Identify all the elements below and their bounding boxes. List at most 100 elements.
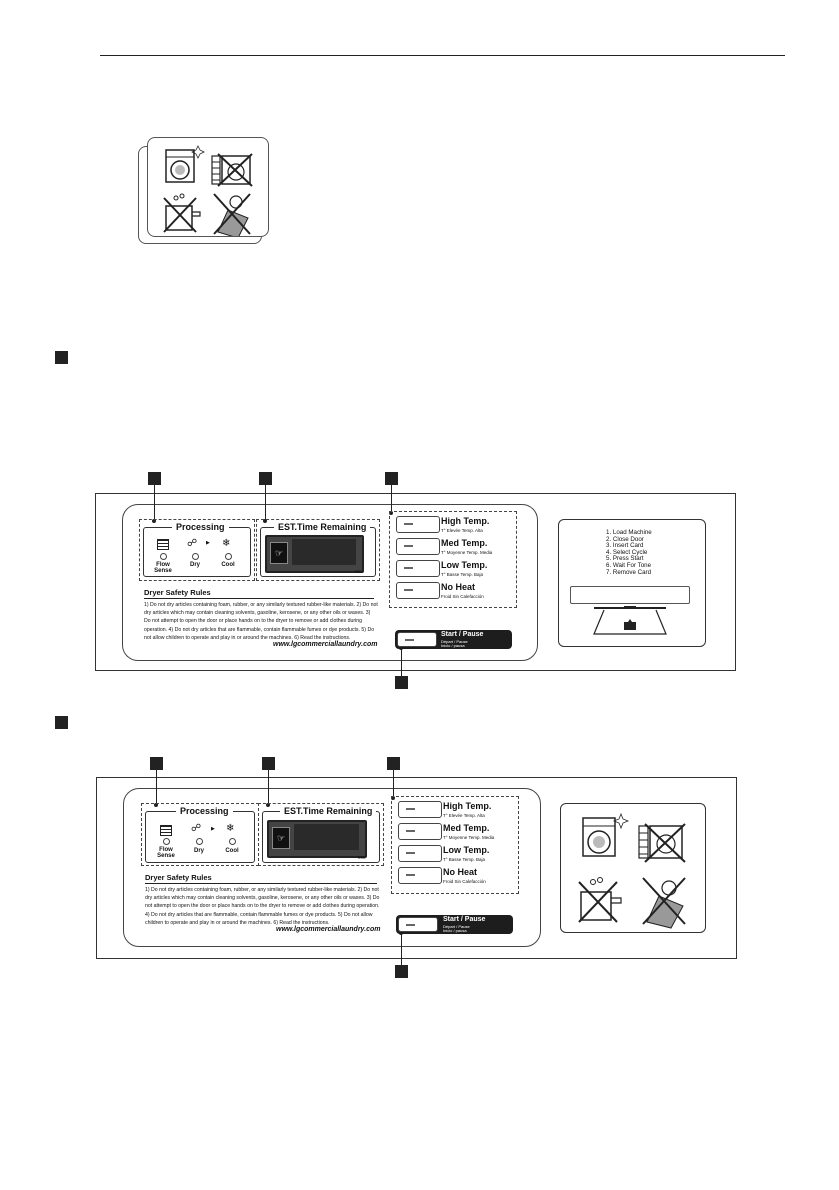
processing-group-1 bbox=[139, 519, 255, 581]
card-display[interactable] bbox=[570, 586, 690, 604]
website-url: www.lgcommerciallaundry.com bbox=[276, 926, 381, 933]
est-time-title: EST.Time Remaining bbox=[280, 806, 377, 816]
step-flow-sense: Flow Sense bbox=[157, 847, 175, 859]
high-temp-sub: T° Elevée Temp. Alta bbox=[441, 528, 483, 533]
arrow-icon: ▶ bbox=[211, 826, 215, 832]
med-temp-button[interactable] bbox=[398, 823, 442, 840]
med-temp-label: Med Temp. bbox=[441, 538, 488, 548]
no-heat-label: No Heat bbox=[441, 582, 476, 592]
callout-marker bbox=[262, 757, 275, 770]
callout-marker bbox=[395, 676, 408, 689]
start-pause-sub-fr: Départ / Pause bbox=[441, 639, 468, 644]
est-time-group-2 bbox=[258, 803, 384, 866]
med-temp-sub: T° Moyenne Temp. Media bbox=[443, 835, 495, 840]
no-heat-sub: Froid Sin Calefacción bbox=[443, 879, 486, 884]
safety-rules-text: 1) Do not dry articles containing foam, … bbox=[144, 602, 378, 641]
shirt-icon: ☍ bbox=[187, 538, 198, 549]
washer-sparkle-icon bbox=[582, 812, 630, 857]
start-pause-sub-fr: Départ / Pause bbox=[443, 924, 470, 929]
high-temp-button[interactable] bbox=[398, 801, 442, 818]
high-temp-label: High Temp. bbox=[443, 801, 492, 811]
card-steps: 1. Load Machine 2. Close Door 3. Insert … bbox=[606, 529, 652, 576]
control-panel-1-inner bbox=[122, 504, 538, 661]
med-temp-button[interactable] bbox=[396, 538, 440, 555]
start-pause-sub-es: Inicio / pausa bbox=[443, 928, 467, 933]
callout-marker bbox=[395, 965, 408, 978]
no-stacking-icon bbox=[211, 153, 253, 187]
card-step: 2. Close Door bbox=[606, 535, 644, 543]
no-stacking-icon bbox=[638, 823, 686, 863]
washer-sparkle-icon bbox=[165, 145, 205, 183]
warning-icon-grid bbox=[560, 803, 706, 933]
low-temp-sub: T° Basse Temp. Baja bbox=[443, 857, 485, 862]
temp-group-2 bbox=[391, 796, 519, 894]
callout-marker bbox=[259, 472, 272, 485]
flow-sense-led bbox=[160, 553, 167, 560]
min-label: Min. bbox=[355, 569, 364, 574]
card-icon: ☞ bbox=[272, 827, 290, 849]
low-temp-button[interactable] bbox=[398, 845, 442, 862]
med-temp-sub: T° Moyenne Temp. Media bbox=[441, 550, 493, 555]
warning-icon-card-front bbox=[147, 137, 269, 239]
start-pause-button[interactable] bbox=[398, 917, 438, 932]
card-slot-icon[interactable] bbox=[590, 606, 670, 636]
dry-led bbox=[192, 553, 199, 560]
low-temp-label: Low Temp. bbox=[441, 560, 488, 570]
min-label: Min. bbox=[358, 855, 367, 860]
no-heat-button[interactable] bbox=[396, 582, 440, 599]
safety-rules-text: 1) Do not dry articles containing foam, … bbox=[145, 887, 380, 926]
time-digits bbox=[292, 539, 356, 565]
section-marker bbox=[55, 351, 68, 364]
no-pouring-icon bbox=[163, 193, 201, 233]
processing-title: Processing bbox=[176, 806, 233, 816]
card-step: 5. Press Start bbox=[606, 555, 644, 563]
callout-marker bbox=[150, 757, 163, 770]
card-icon: ☞ bbox=[270, 542, 288, 564]
start-pause-label: Start / Pause bbox=[441, 631, 484, 638]
step-dry: Dry bbox=[193, 848, 204, 854]
high-temp-sub: T° Elevée Temp. Alta bbox=[443, 813, 485, 818]
time-digits bbox=[294, 824, 359, 850]
card-step: 7. Remove Card bbox=[606, 568, 652, 576]
control-panel-2-inner bbox=[123, 788, 541, 947]
med-temp-label: Med Temp. bbox=[443, 823, 490, 833]
flow-sense-icon bbox=[160, 825, 172, 836]
card-reader-panel bbox=[558, 519, 706, 647]
website-url: www.lgcommerciallaundry.com bbox=[273, 641, 378, 648]
callout-marker bbox=[387, 757, 400, 770]
card-step: 6. Wait For Tone bbox=[606, 561, 652, 569]
callout-marker bbox=[385, 472, 398, 485]
arrow-icon: ▶ bbox=[206, 540, 210, 546]
low-temp-label: Low Temp. bbox=[443, 845, 490, 855]
cool-led bbox=[229, 838, 236, 845]
no-animals-icon bbox=[213, 193, 251, 239]
header-rule bbox=[100, 55, 785, 56]
card-step: 3. Insert Card bbox=[606, 542, 644, 550]
card-step: 4. Select Cycle bbox=[606, 548, 648, 556]
step-cool: Cool bbox=[225, 848, 239, 854]
safety-rules-title: Dryer Safety Rules bbox=[144, 588, 211, 597]
no-heat-sub: Froid Sin Calefacción bbox=[441, 594, 484, 599]
no-heat-button[interactable] bbox=[398, 867, 442, 884]
step-flow-sense: Flow Sense bbox=[154, 562, 172, 574]
high-temp-button[interactable] bbox=[396, 516, 440, 533]
low-temp-button[interactable] bbox=[396, 560, 440, 577]
dry-led bbox=[196, 838, 203, 845]
high-temp-label: High Temp. bbox=[441, 516, 490, 526]
no-animals-icon bbox=[642, 877, 686, 929]
cool-icon: ❄ bbox=[222, 538, 231, 549]
card-step: 1. Load Machine bbox=[606, 529, 652, 536]
no-pouring-icon bbox=[578, 877, 622, 923]
shirt-icon: ☍ bbox=[191, 823, 202, 834]
flow-sense-icon bbox=[157, 539, 169, 550]
processing-title: Processing bbox=[172, 522, 229, 532]
callout-marker bbox=[148, 472, 161, 485]
start-pause-button[interactable] bbox=[397, 632, 437, 647]
no-heat-label: No Heat bbox=[443, 867, 478, 877]
start-pause-sub-es: Inicio / pausa bbox=[441, 643, 465, 648]
start-pause-label: Start / Pause bbox=[443, 916, 486, 923]
low-temp-sub: T° Basse Temp. Baja bbox=[441, 572, 483, 577]
est-time-group-1 bbox=[256, 519, 380, 581]
temp-group-1 bbox=[389, 511, 517, 608]
step-cool: Cool bbox=[221, 562, 235, 568]
